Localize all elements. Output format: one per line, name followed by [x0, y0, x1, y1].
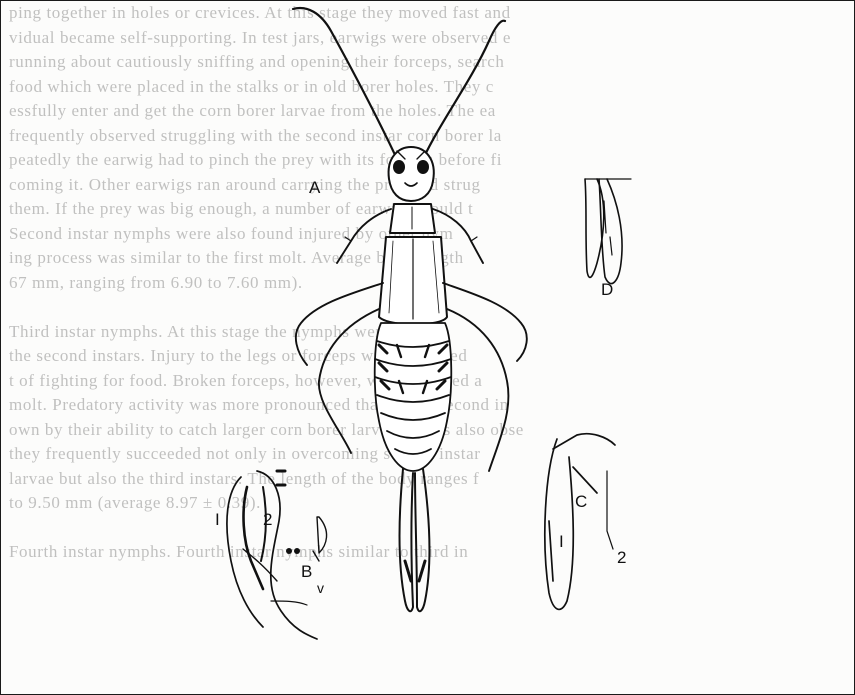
antenna-right — [423, 21, 505, 159]
detail-d — [585, 179, 631, 284]
detail-b — [227, 471, 327, 639]
label-d: D — [601, 281, 613, 298]
label-b1: I — [215, 511, 220, 528]
antenna-left — [293, 8, 397, 159]
earwig-pronotum — [390, 204, 435, 233]
label-c1: I — [559, 533, 564, 550]
label-c: C — [575, 493, 587, 510]
label-b2: 2 — [263, 511, 272, 528]
earwig-head — [389, 147, 434, 201]
earwig-forceps — [400, 469, 430, 611]
earwig-thorax — [379, 237, 447, 325]
label-v: v — [317, 581, 324, 595]
label-b: B — [301, 563, 312, 580]
earwig-abdomen — [375, 323, 452, 471]
detail-c — [545, 434, 615, 610]
label-a: A — [309, 179, 320, 196]
label-c2: 2 — [617, 549, 626, 566]
